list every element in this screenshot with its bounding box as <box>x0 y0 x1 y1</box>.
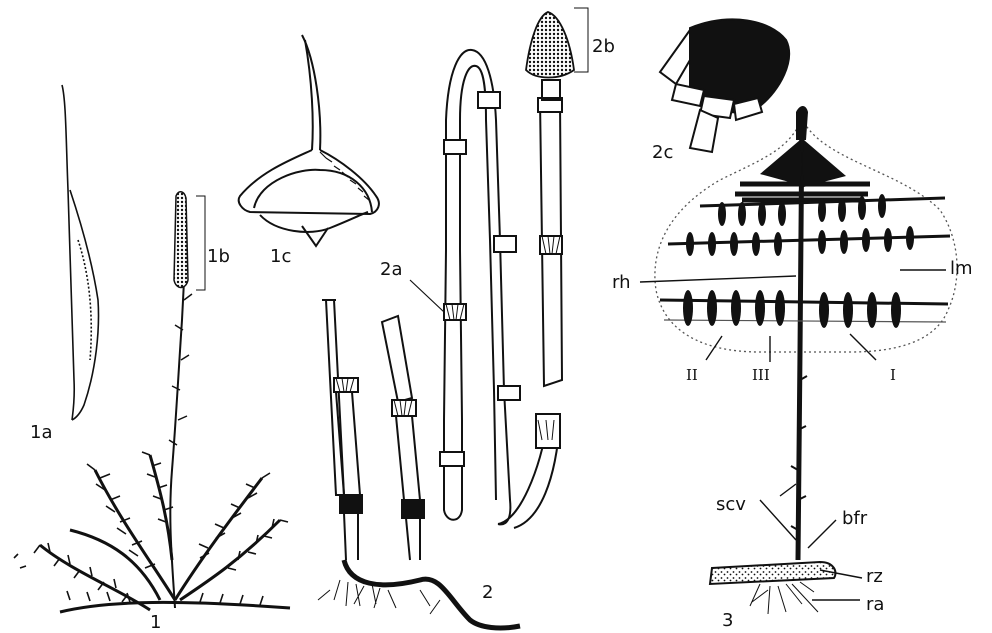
fig3-leaf <box>655 106 957 560</box>
label-1b: 1b <box>207 246 230 267</box>
label-lm: lm <box>950 258 973 279</box>
label-roman-II: II <box>686 366 698 384</box>
label-2a: 2a <box>380 259 402 280</box>
fig2b-cone <box>526 8 588 78</box>
label-ra: ra <box>866 594 884 615</box>
fig1c-sporophyll <box>239 35 379 246</box>
fig1a-leaf <box>62 85 98 420</box>
fig2c-sporangiophore <box>660 19 789 152</box>
label-2: 2 <box>482 582 493 603</box>
label-rh: rh <box>612 272 631 293</box>
label-bfr: bfr <box>842 508 868 529</box>
label-3: 3 <box>722 610 733 631</box>
label-2c: 2c <box>652 142 673 163</box>
fig1-plant <box>40 225 290 612</box>
label-2b: 2b <box>592 36 615 57</box>
label-scv: scv <box>716 494 746 515</box>
fig2-stems <box>318 50 562 628</box>
label-1: 1 <box>150 612 161 633</box>
fig1b-strobilus <box>174 192 205 290</box>
label-1a: 1a <box>30 422 52 443</box>
label-roman-I: I <box>890 366 896 384</box>
label-roman-III: III <box>752 366 770 384</box>
pointer-2a <box>410 280 444 312</box>
label-1c: 1c <box>270 246 291 267</box>
label-rz: rz <box>866 566 883 587</box>
